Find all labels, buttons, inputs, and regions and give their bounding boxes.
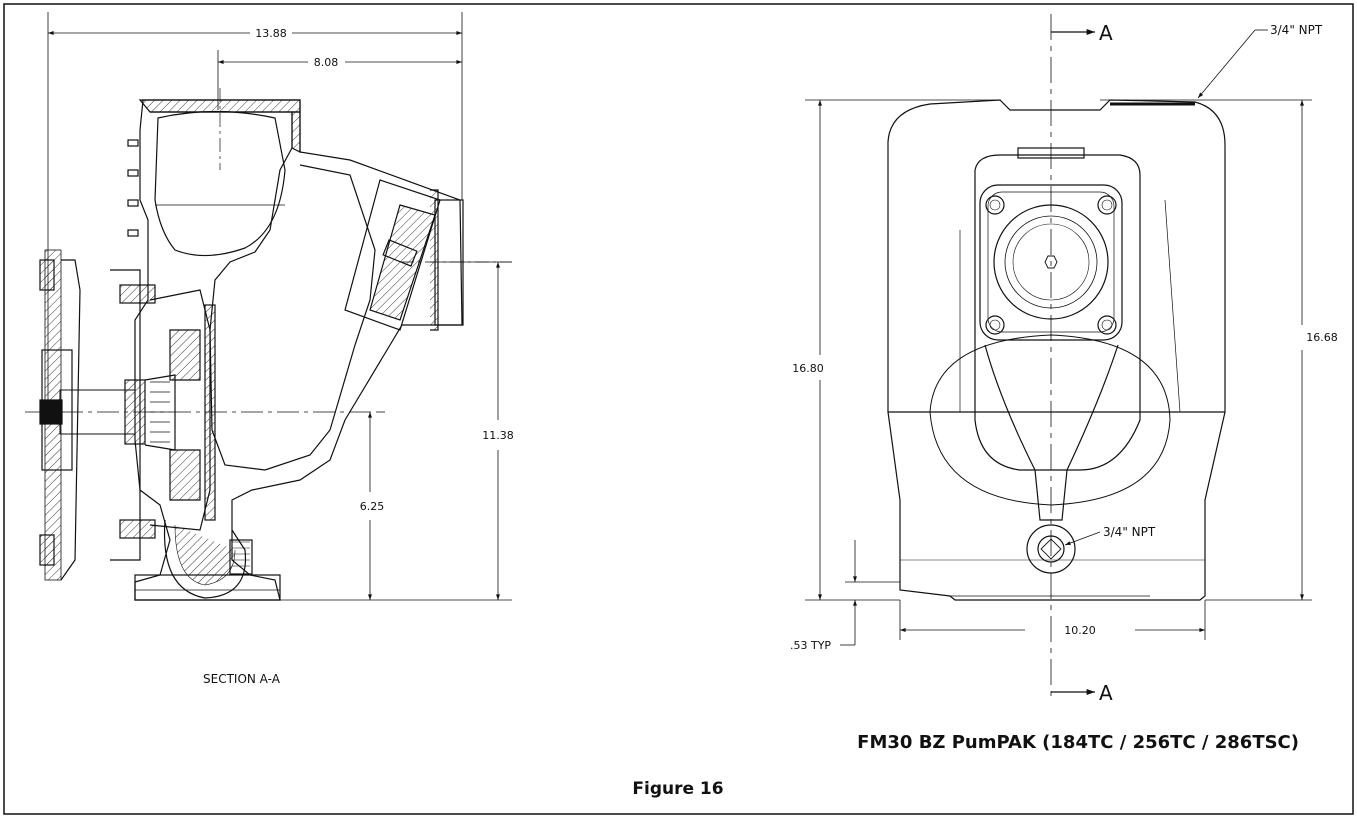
note-drain-port: 3/4" NPT [1103, 525, 1156, 539]
figure-subtitle: FM30 BZ PumPAK (184TC / 256TC / 286TSC) [857, 732, 1299, 753]
dim-discharge-width: 8.08 [314, 56, 339, 69]
section-view [25, 12, 512, 601]
section-marker-bottom: A [1099, 681, 1113, 705]
dim-shaft-height: 6.25 [360, 500, 385, 513]
dim-foot: .53 TYP [790, 639, 831, 652]
section-marker-top: A [1099, 21, 1113, 45]
dim-right-height: 16.68 [1306, 331, 1338, 344]
dim-left-height: 16.80 [792, 362, 824, 375]
front-view [805, 14, 1312, 700]
figure-caption: Figure 16 [632, 779, 723, 799]
page-border [3, 3, 1354, 815]
dim-overall-width: 13.88 [255, 27, 287, 40]
dim-base-width: 10.20 [1064, 624, 1096, 637]
section-label: SECTION A-A [203, 672, 281, 686]
dim-discharge-height: 11.38 [482, 429, 514, 442]
note-top-port: 3/4" NPT [1270, 23, 1323, 37]
